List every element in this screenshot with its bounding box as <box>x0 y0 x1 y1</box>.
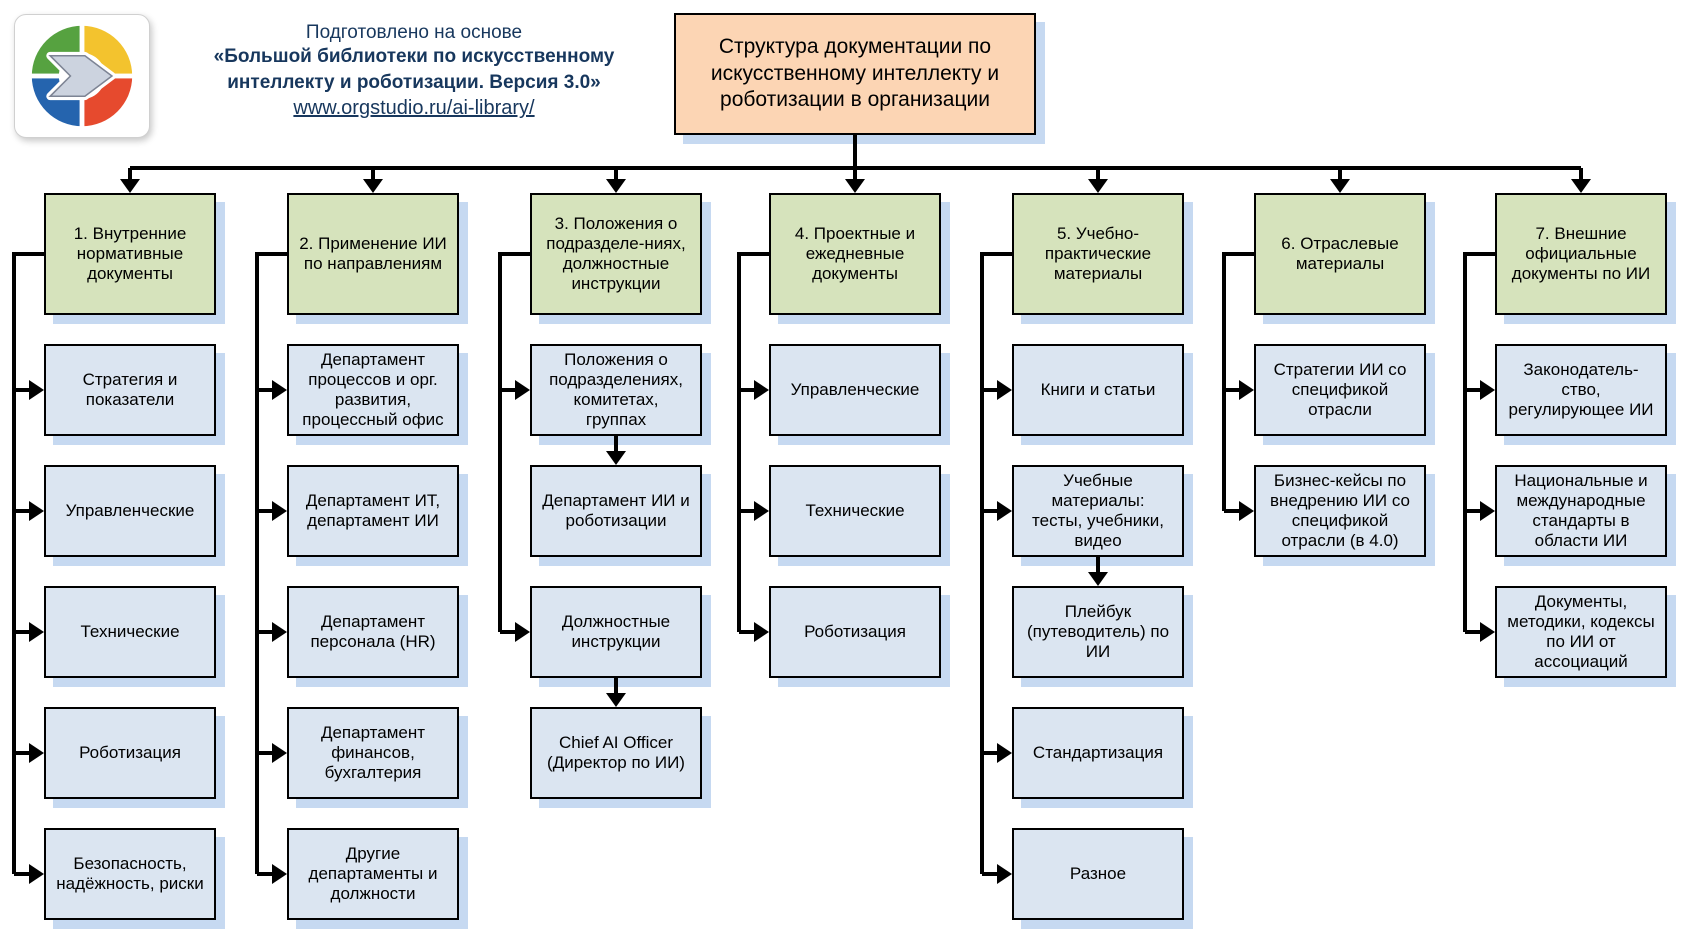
column-header-2: 2. Применение ИИ по направлениям <box>287 193 459 315</box>
column-header-6: 6. Отраслевые материалы <box>1254 193 1426 315</box>
column-header-4: 4. Проектные и ежедневные документы <box>769 193 941 315</box>
node-col3-row2: Департамент ИИ и роботизации <box>530 465 702 557</box>
column-header-1: 1. Внутренние нормативные документы <box>44 193 216 315</box>
node-col2-row2: Департамент ИТ, департамент ИИ <box>287 465 459 557</box>
node-col6-row2: Бизнес-кейсы по внедрению ИИ со специфик… <box>1254 465 1426 557</box>
node-col1-row5: Безопасность, надёжность, риски <box>44 828 216 920</box>
root-node: Структура документации по искусственному… <box>674 13 1036 135</box>
node-col4-row1: Управленческие <box>769 344 941 436</box>
node-col5-row5: Разное <box>1012 828 1184 920</box>
node-col2-row3: Департамент персонала (HR) <box>287 586 459 678</box>
column-header-7: 7. Внешние официальные документы по ИИ <box>1495 193 1667 315</box>
orgstudio-logo <box>14 14 150 138</box>
library-link[interactable]: www.orgstudio.ru/ai-library/ <box>293 97 535 120</box>
ring-arrow-icon <box>27 21 137 131</box>
column-header-3: 3. Положения о подразделе-ниях, должност… <box>530 193 702 315</box>
node-col5-row3: Плейбук (путеводитель) по ИИ <box>1012 586 1184 678</box>
node-col5-row4: Стандартизация <box>1012 707 1184 799</box>
column-header-5: 5. Учебно-практические материалы <box>1012 193 1184 315</box>
chevron-arrow <box>48 54 114 98</box>
node-col3-row3: Должностные инструкции <box>530 586 702 678</box>
node-col5-row2: Учебные материалы: тесты, учебники, виде… <box>1012 465 1184 557</box>
node-col1-row1: Стратегия и показатели <box>44 344 216 436</box>
node-col3-row4: Chief AI Officer (Директор по ИИ) <box>530 707 702 799</box>
node-col2-row4: Департамент финансов, бухгалтерия <box>287 707 459 799</box>
node-col4-row2: Технические <box>769 465 941 557</box>
node-col1-row3: Технические <box>44 586 216 678</box>
attribution-block: Подготовлено на основе «Большой библиоте… <box>168 22 660 120</box>
node-col7-row3: Документы, методики, кодексы по ИИ от ас… <box>1495 586 1667 678</box>
node-col4-row3: Роботизация <box>769 586 941 678</box>
node-col7-row1: Законодатель-ство, регулирующее ИИ <box>1495 344 1667 436</box>
attribution-intro: Подготовлено на основе <box>305 22 523 43</box>
library-title: «Большой библиотеки по искусственному ин… <box>213 46 615 94</box>
node-col7-row2: Национальные и международные стандарты в… <box>1495 465 1667 557</box>
node-col6-row1: Стратегии ИИ со спецификой отрасли <box>1254 344 1426 436</box>
node-col2-row1: Департамент процессов и орг. развития, п… <box>287 344 459 436</box>
node-col1-row2: Управленческие <box>44 465 216 557</box>
node-col2-row5: Другие департаменты и должности <box>287 828 459 920</box>
node-col1-row4: Роботизация <box>44 707 216 799</box>
node-col3-row1: Положения о подразделениях, комитетах, г… <box>530 344 702 436</box>
node-col5-row1: Книги и статьи <box>1012 344 1184 436</box>
